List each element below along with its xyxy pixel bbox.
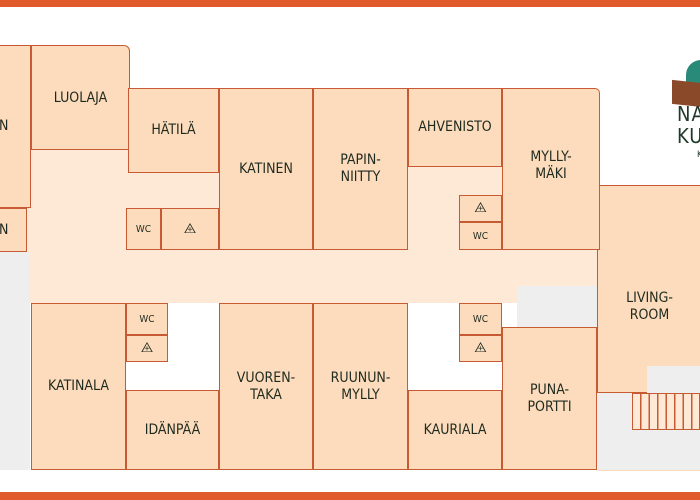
stairs — [632, 393, 700, 430]
shower-room[interactable]: ⨹ — [459, 195, 502, 222]
logo: NA KU K — [668, 60, 700, 230]
logo-text-line2: KU — [677, 124, 700, 148]
room-n-top[interactable]: N — [0, 45, 31, 208]
room-myllymaki[interactable]: MYLLY- MÄKI — [502, 88, 600, 250]
shower-room[interactable]: ⨹ — [459, 335, 502, 362]
room-n-mid[interactable]: N — [0, 208, 27, 252]
room-ruununmylly[interactable]: RUUNUN- MYLLY — [313, 303, 408, 470]
wc[interactable]: WC — [126, 303, 168, 335]
wc[interactable]: WC — [459, 303, 502, 335]
room-idanpaa[interactable]: IDÄNPÄÄ — [126, 390, 219, 470]
shower-icon: ⨹ — [140, 340, 154, 356]
gray-area — [647, 366, 700, 393]
gray-area — [517, 286, 597, 327]
room-katinen[interactable]: KATINEN — [219, 88, 313, 250]
room-vuorentaka[interactable]: VUOREN- TAKA — [219, 303, 313, 470]
room-papinniitty[interactable]: PAPIN- NIITTY — [313, 88, 408, 250]
room-katinala[interactable]: KATINALA — [31, 303, 126, 470]
shower-room[interactable]: ⨹ — [126, 335, 168, 362]
wc[interactable]: WC — [126, 208, 161, 250]
shower-icon: ⨹ — [474, 200, 487, 216]
logo-text-line1: NA — [677, 102, 700, 126]
room-ahvenisto[interactable]: AHVENISTO — [408, 88, 502, 167]
room-punaportti[interactable]: PUNA- PORTTI — [502, 327, 597, 470]
room-kauriala[interactable]: KAURIALA — [408, 390, 502, 470]
shower-room[interactable]: ⨹ — [161, 208, 219, 250]
logo-text-line3: K — [697, 150, 700, 160]
wc[interactable]: WC — [459, 222, 502, 250]
room-hatila[interactable]: HÄTILÄ — [128, 88, 219, 173]
shower-icon: ⨹ — [474, 340, 487, 356]
shower-icon: ⨹ — [183, 220, 197, 237]
room-luolaja[interactable]: LUOLAJA — [31, 45, 130, 150]
gray-area — [0, 252, 30, 470]
top-border-bar — [0, 0, 700, 7]
bottom-border-bar — [0, 492, 700, 500]
